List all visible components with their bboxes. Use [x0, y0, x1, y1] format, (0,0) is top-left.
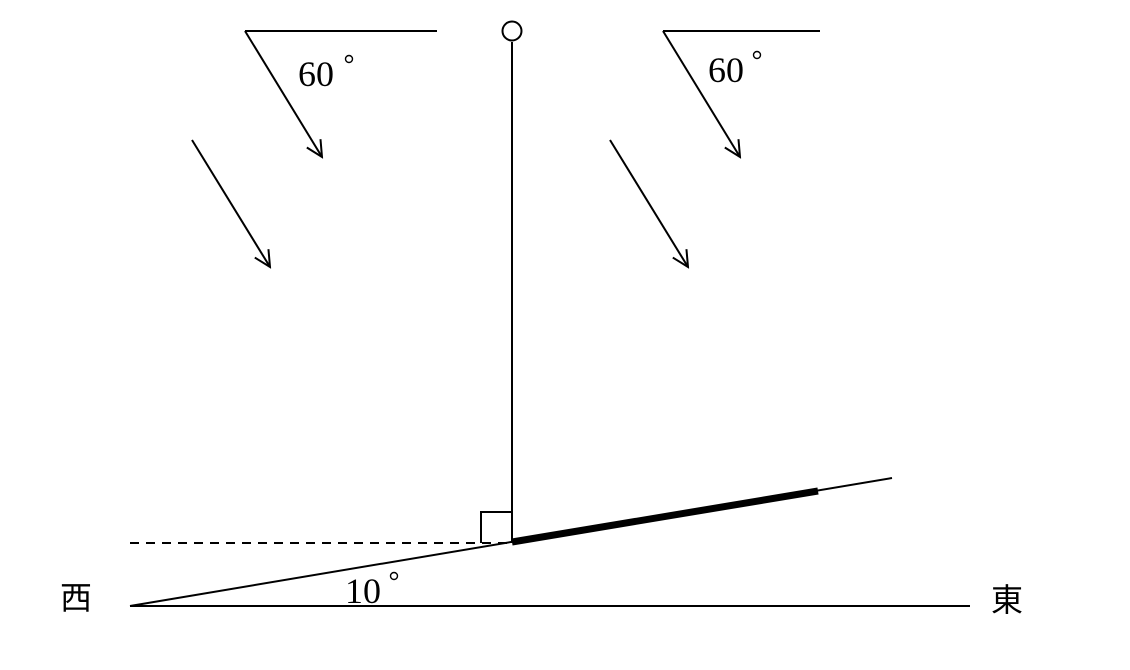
sun-ray-arrow [191, 139, 270, 267]
degree-symbol [344, 54, 354, 64]
sun-ray-arrow [244, 30, 322, 157]
slope-angle-indicator: 10 [345, 571, 399, 611]
slope-angle-label: 10 [345, 571, 381, 611]
pole [501, 20, 523, 543]
sun-angle-indicator-left: 60 [244, 30, 437, 157]
east-label: 東 [991, 581, 1023, 619]
pole-top-circle [501, 20, 523, 42]
degree-symbol [389, 571, 399, 581]
sun-angle-label-left: 60 [298, 54, 334, 94]
shadow-segment [511, 487, 819, 546]
degree-symbol [752, 50, 762, 60]
sun-angle-indicator-right: 60 [662, 30, 820, 157]
west-label: 西 [60, 579, 92, 617]
sun-ray-arrow [662, 30, 740, 157]
sun-angle-label-right: 60 [708, 50, 744, 90]
right-angle-marker [480, 511, 512, 543]
sun-ray-arrow [609, 139, 688, 267]
